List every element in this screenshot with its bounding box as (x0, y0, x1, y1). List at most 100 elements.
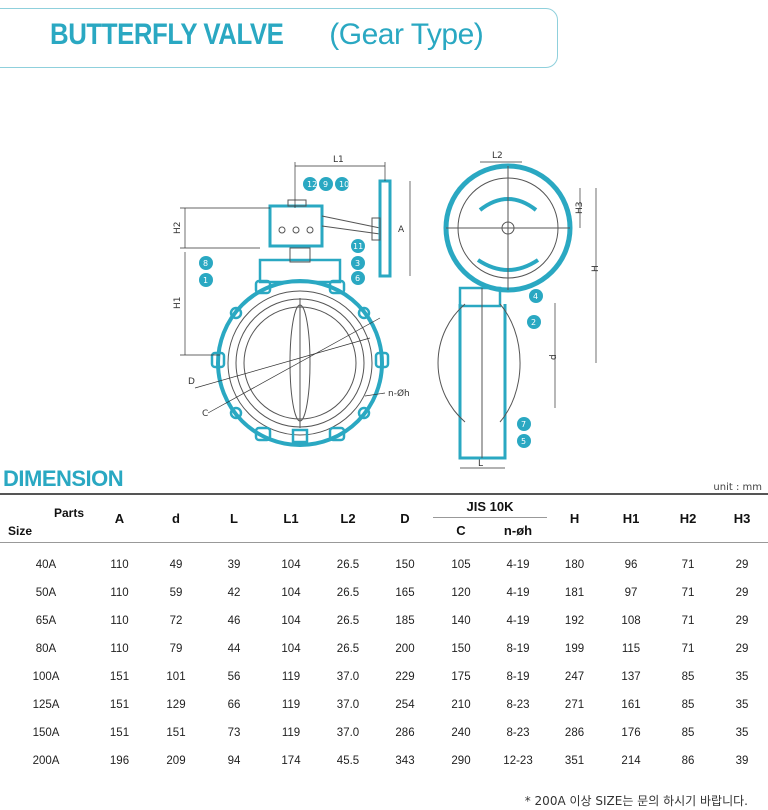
table-cell: 165 (395, 587, 415, 599)
table-cell: 181 (564, 587, 585, 599)
table-cell: 247 (564, 671, 585, 683)
svg-text:1: 1 (203, 276, 208, 285)
table-cell: 200 (395, 643, 415, 655)
table-cell: 110 (110, 587, 129, 599)
table-cell: 151 (109, 671, 130, 683)
label-d-side: d (549, 354, 559, 360)
table-cell: 46 (227, 615, 241, 627)
col-header: H2 (679, 511, 697, 526)
table-cell: 108 (621, 615, 641, 627)
table-cell: 196 (109, 755, 130, 767)
corner-parts: Parts (53, 505, 84, 520)
table-cell: 351 (564, 755, 585, 767)
table-cell: 26.5 (336, 559, 360, 571)
table-cell: 94 (227, 755, 241, 767)
table-cell: 271 (564, 699, 585, 711)
table-cell: 161 (621, 699, 641, 711)
table-cell: 85 (681, 699, 695, 711)
table-cell: 45.5 (336, 755, 360, 767)
table-cell: 39 (735, 755, 749, 767)
col-header: L1 (283, 511, 299, 526)
size-cell: 40A (35, 559, 57, 571)
table-cell: 4-19 (506, 615, 530, 627)
table-cell: 97 (624, 587, 638, 599)
table-cell: 185 (395, 615, 415, 627)
size-cell: 100A (32, 671, 60, 683)
table-cell: 119 (281, 671, 301, 683)
label-h1: H1 (173, 297, 183, 310)
table-cell: 175 (451, 671, 471, 683)
table-cell: 229 (395, 671, 415, 683)
table-cell: 151 (166, 727, 186, 739)
title-banner (0, 8, 558, 68)
table-cell: 199 (564, 643, 585, 655)
table-cell: 174 (281, 755, 301, 767)
label-c: C (202, 409, 208, 419)
size-cell: 125A (32, 699, 60, 711)
table-cell: 150 (395, 559, 415, 571)
table-cell: 59 (169, 587, 183, 599)
col-header: A (114, 511, 125, 526)
table-cell: 104 (281, 587, 301, 599)
table-cell: 286 (564, 727, 585, 739)
label-h2: H2 (173, 222, 183, 235)
table-cell: 56 (227, 671, 241, 683)
table-cell: 73 (227, 727, 241, 739)
size-cell: 50A (35, 587, 57, 599)
table-cell: 29 (735, 643, 749, 655)
table-cell: 37.0 (336, 727, 360, 739)
table-cell: 37.0 (336, 699, 360, 711)
table-cell: 129 (166, 699, 186, 711)
table-cell: 26.5 (336, 615, 360, 627)
svg-text:11: 11 (353, 242, 363, 251)
table-cell: 137 (621, 671, 641, 683)
dimension-table-wrap: Parts Size A d L L1 L2 D JIS 10K H H1 H2… (0, 493, 768, 775)
label-l: L (478, 459, 483, 469)
col-header: n-øh (503, 522, 533, 538)
table-cell: 254 (395, 699, 415, 711)
dimension-heading: DIMENSION (3, 466, 124, 491)
table-cell: 115 (621, 643, 641, 655)
table-cell: 71 (681, 643, 695, 655)
table-cell: 44 (227, 643, 241, 655)
table-cell: 8-19 (506, 643, 530, 655)
col-header: D (400, 511, 410, 526)
table-cell: 8-19 (506, 671, 530, 683)
table-cell: 119 (281, 727, 301, 739)
label-h3: H3 (575, 202, 585, 215)
label-a: A (398, 225, 405, 235)
table-cell: 35 (735, 727, 749, 739)
table-cell: 110 (110, 615, 129, 627)
label-l2: L2 (492, 151, 503, 161)
table-cell: 214 (621, 755, 641, 767)
table-cell: 66 (227, 699, 241, 711)
table-cell: 343 (395, 755, 415, 767)
svg-text:8: 8 (203, 259, 208, 268)
table-cell: 85 (681, 671, 695, 683)
unit-label: unit : mm (713, 482, 762, 493)
table-cell: 72 (169, 615, 183, 627)
table-cell: 290 (451, 755, 471, 767)
col-header: H3 (733, 511, 751, 526)
svg-text:2: 2 (531, 318, 536, 327)
table-cell: 42 (227, 587, 241, 599)
table-cell: 105 (451, 559, 471, 571)
table-cell: 4-19 (506, 587, 530, 599)
table-cell: 29 (735, 615, 749, 627)
table-cell: 71 (681, 587, 695, 599)
table-cell: 26.5 (336, 643, 360, 655)
table-cell: 240 (451, 727, 471, 739)
svg-text:6: 6 (355, 274, 360, 283)
svg-text:3: 3 (355, 259, 360, 268)
table-cell: 29 (735, 559, 749, 571)
front-view: L1 A H2 H1 D C n-Øh 12 9 10 11 8 3 1 6 (173, 155, 411, 447)
table-cell: 12-23 (503, 755, 533, 767)
col-header: d (172, 511, 180, 526)
